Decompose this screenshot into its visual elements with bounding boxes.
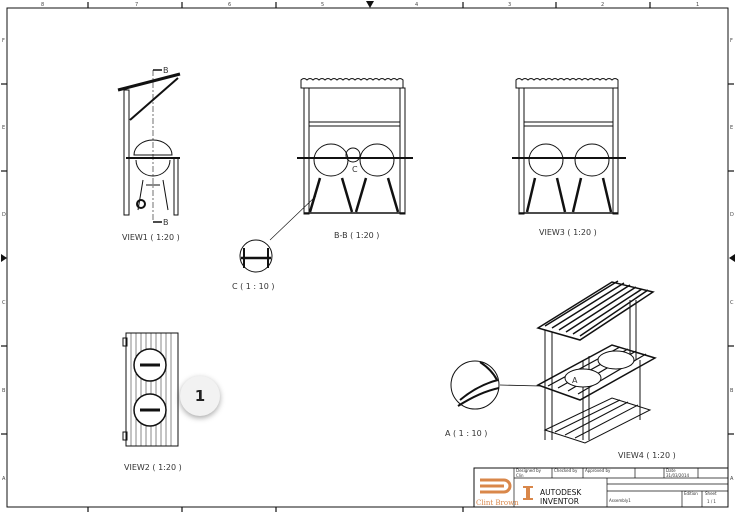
center-mark-right: [729, 254, 735, 262]
section-bb-drawing[interactable]: [269, 78, 413, 241]
center-mark-left: [1, 254, 7, 262]
balloon-callout[interactable]: 1: [180, 376, 220, 416]
detail-c-label: C ( 1 : 10 ): [232, 282, 275, 291]
zone-labels-side: F E D C B A F E D C B A: [2, 38, 734, 482]
designed-by-value: Clin: [516, 473, 524, 478]
svg-text:Clint Brown: Clint Brown: [476, 499, 519, 507]
detail-a-marker: A: [572, 376, 578, 385]
svg-text:E: E: [730, 125, 733, 131]
inventor-logo-icon: [523, 486, 533, 500]
section-marker-bottom: B: [163, 218, 169, 227]
view2-drawing[interactable]: [122, 332, 179, 447]
svg-text:D: D: [2, 212, 6, 218]
svg-text:A: A: [2, 476, 6, 482]
detail-a-label: A ( 1 : 10 ): [445, 429, 487, 438]
svg-text:7: 7: [135, 2, 138, 8]
svg-text:Edition: Edition: [684, 491, 698, 496]
center-mark-top: [366, 1, 374, 8]
svg-text:Sheet: Sheet: [705, 491, 717, 496]
view2-label: VIEW2 ( 1:20 ): [124, 463, 182, 472]
svg-text:Approved by: Approved by: [585, 468, 611, 473]
autodesk-text: AUTODESK: [540, 488, 582, 497]
sheet-border: [6, 7, 729, 508]
sheet-number: 1 / 1: [707, 499, 716, 504]
detail-c-drawing[interactable]: [239, 239, 273, 273]
view4-drawing[interactable]: [499, 280, 657, 444]
svg-text:4: 4: [415, 2, 418, 8]
svg-text:F: F: [2, 38, 5, 44]
svg-text:3: 3: [508, 2, 511, 8]
view1-label: VIEW1 ( 1:20 ): [122, 233, 180, 242]
svg-text:C: C: [2, 300, 6, 306]
inventor-text: INVENTOR: [540, 497, 579, 506]
svg-text:Designed by: Designed by: [516, 468, 542, 473]
drawing-title: Assembly1: [609, 498, 631, 503]
view3-label: VIEW3 ( 1:20 ): [539, 228, 597, 237]
zone-labels-top: 8 7 6 5 4 3 2 1: [41, 2, 699, 8]
svg-text:E: E: [2, 125, 5, 131]
svg-text:F: F: [730, 38, 733, 44]
svg-text:C: C: [730, 300, 734, 306]
svg-text:B: B: [2, 388, 6, 394]
svg-text:A: A: [730, 476, 734, 482]
svg-text:Date: Date: [666, 468, 676, 473]
detail-a-drawing[interactable]: [450, 360, 500, 410]
svg-text:2: 2: [601, 2, 604, 8]
svg-text:6: 6: [228, 2, 231, 8]
section-marker-top: B: [163, 66, 169, 75]
title-block: Designed by Clin Checked by Approved by …: [473, 467, 729, 508]
date-value: 31/03/2014: [666, 473, 690, 478]
svg-text:B: B: [730, 388, 734, 394]
svg-text:Checked by: Checked by: [554, 468, 578, 473]
svg-text:1: 1: [696, 2, 699, 8]
view1-drawing[interactable]: [117, 69, 181, 223]
detail-c-marker: C: [352, 165, 358, 174]
view4-label: VIEW4 ( 1:20 ): [618, 451, 676, 460]
section-bb-label: B-B ( 1:20 ): [334, 231, 379, 240]
svg-text:5: 5: [321, 2, 324, 8]
view3-drawing[interactable]: [512, 78, 626, 215]
svg-text:8: 8: [41, 2, 44, 8]
svg-text:D: D: [730, 212, 734, 218]
clint-brown-logo: Clint Brown: [476, 478, 519, 507]
